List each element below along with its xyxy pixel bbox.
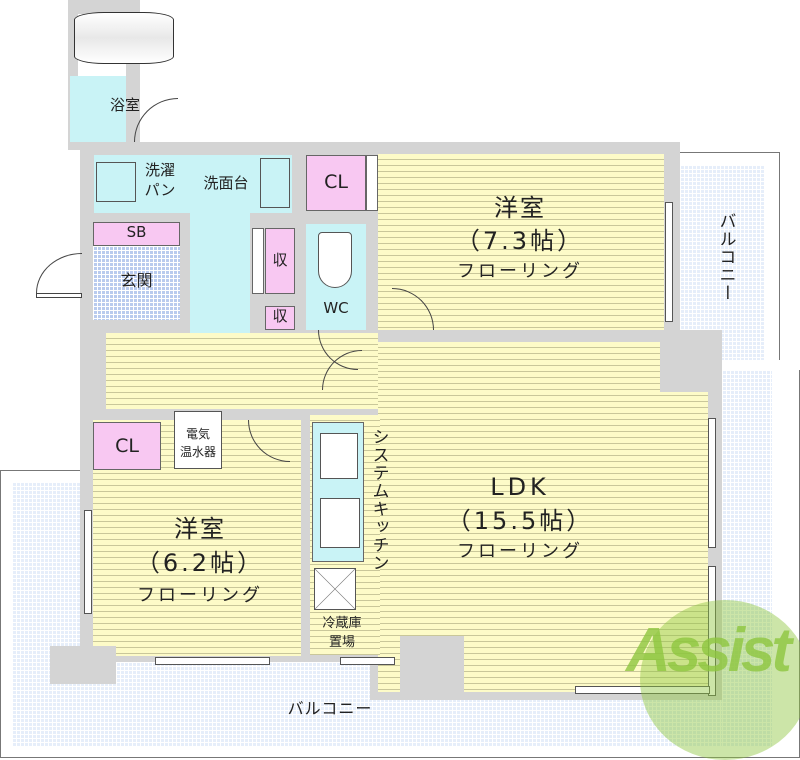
shoe-box [93,222,180,246]
wc-label: WC [323,299,349,317]
fridge-space [314,568,356,610]
laundry-label-1: 洗濯 [144,161,175,179]
toilet [318,232,352,288]
western-room-1-flooring: フローリング [457,261,583,282]
ldk-flooring: フローリング [457,541,583,562]
fridge-label-1: 冷蔵庫 [322,616,362,631]
washing-machine-pan [96,162,136,202]
storage-2-label: 収 [272,307,288,325]
ldk [378,342,708,692]
water-heater [174,411,222,469]
balcony-right-label: バルコニー [715,212,736,302]
ldk-pillar-bottom [400,636,464,700]
storage-door[interactable] [252,228,264,294]
balcony-edge [0,470,1,758]
kitchen-label: システムキッチン [368,428,389,572]
stove [320,433,358,479]
ldk-size: （15.5帖） [446,507,594,535]
washroom-corridor [190,213,250,333]
washbasin [260,158,290,208]
closet-bottom-label: CL [115,435,139,457]
closet-top-label: CL [324,171,348,193]
entrance-label: 玄関 [120,271,153,290]
storage-1-label: 収 [272,251,288,269]
front-door-leaf [36,293,82,298]
western-room-2-size: （6.2帖） [135,549,265,577]
western-room-2-flooring: フローリング [137,585,263,606]
western-room-1-size: （7.3帖） [455,227,585,255]
washbasin-label: 洗面台 [203,174,249,192]
closet-bottom [93,422,161,470]
watermark-logo: Assist [625,616,792,685]
western-room-1 [378,154,664,330]
balcony-edge [0,470,85,471]
kitchen-sink [320,498,360,548]
balcony-right-gap [700,360,800,370]
balcony-right-lower [722,370,772,746]
ldk-window-bottom[interactable] [575,686,710,694]
water-heater-label-1: 電気 [185,427,210,441]
closet-top [306,155,366,211]
ldk-name: LDK [490,473,550,501]
bathtub [74,12,174,64]
western-room-2-pillar [50,646,116,684]
western-room-1-name: 洋室 [494,194,546,222]
ldk-window-right-lower[interactable] [708,566,716,696]
entrance [93,246,180,320]
ldk-pillar-top [660,330,722,392]
shoe-box-label: SB [126,223,147,241]
ldk-window-right-upper[interactable] [708,418,716,548]
fridge-label-2: 置場 [328,635,355,650]
kitchen-window[interactable] [340,657,395,665]
water-heater-label-2: 温水器 [179,445,216,459]
bathroom-label: 浴室 [109,96,140,114]
balcony-bottom-label: バルコニー [287,699,373,718]
watermark-circle [640,600,800,760]
western-room-2-window-left[interactable] [84,510,92,614]
laundry-label-2: パン [144,181,176,199]
storage-1 [265,228,295,294]
storage-2 [265,306,295,330]
closet-top-door[interactable] [366,155,378,211]
western-room-2-window-bottom[interactable] [155,657,270,665]
western-room-2-name: 洋室 [174,515,226,543]
western-room-1-window[interactable] [665,202,673,322]
bathroom-fill [70,76,126,142]
front-door[interactable] [36,253,82,293]
